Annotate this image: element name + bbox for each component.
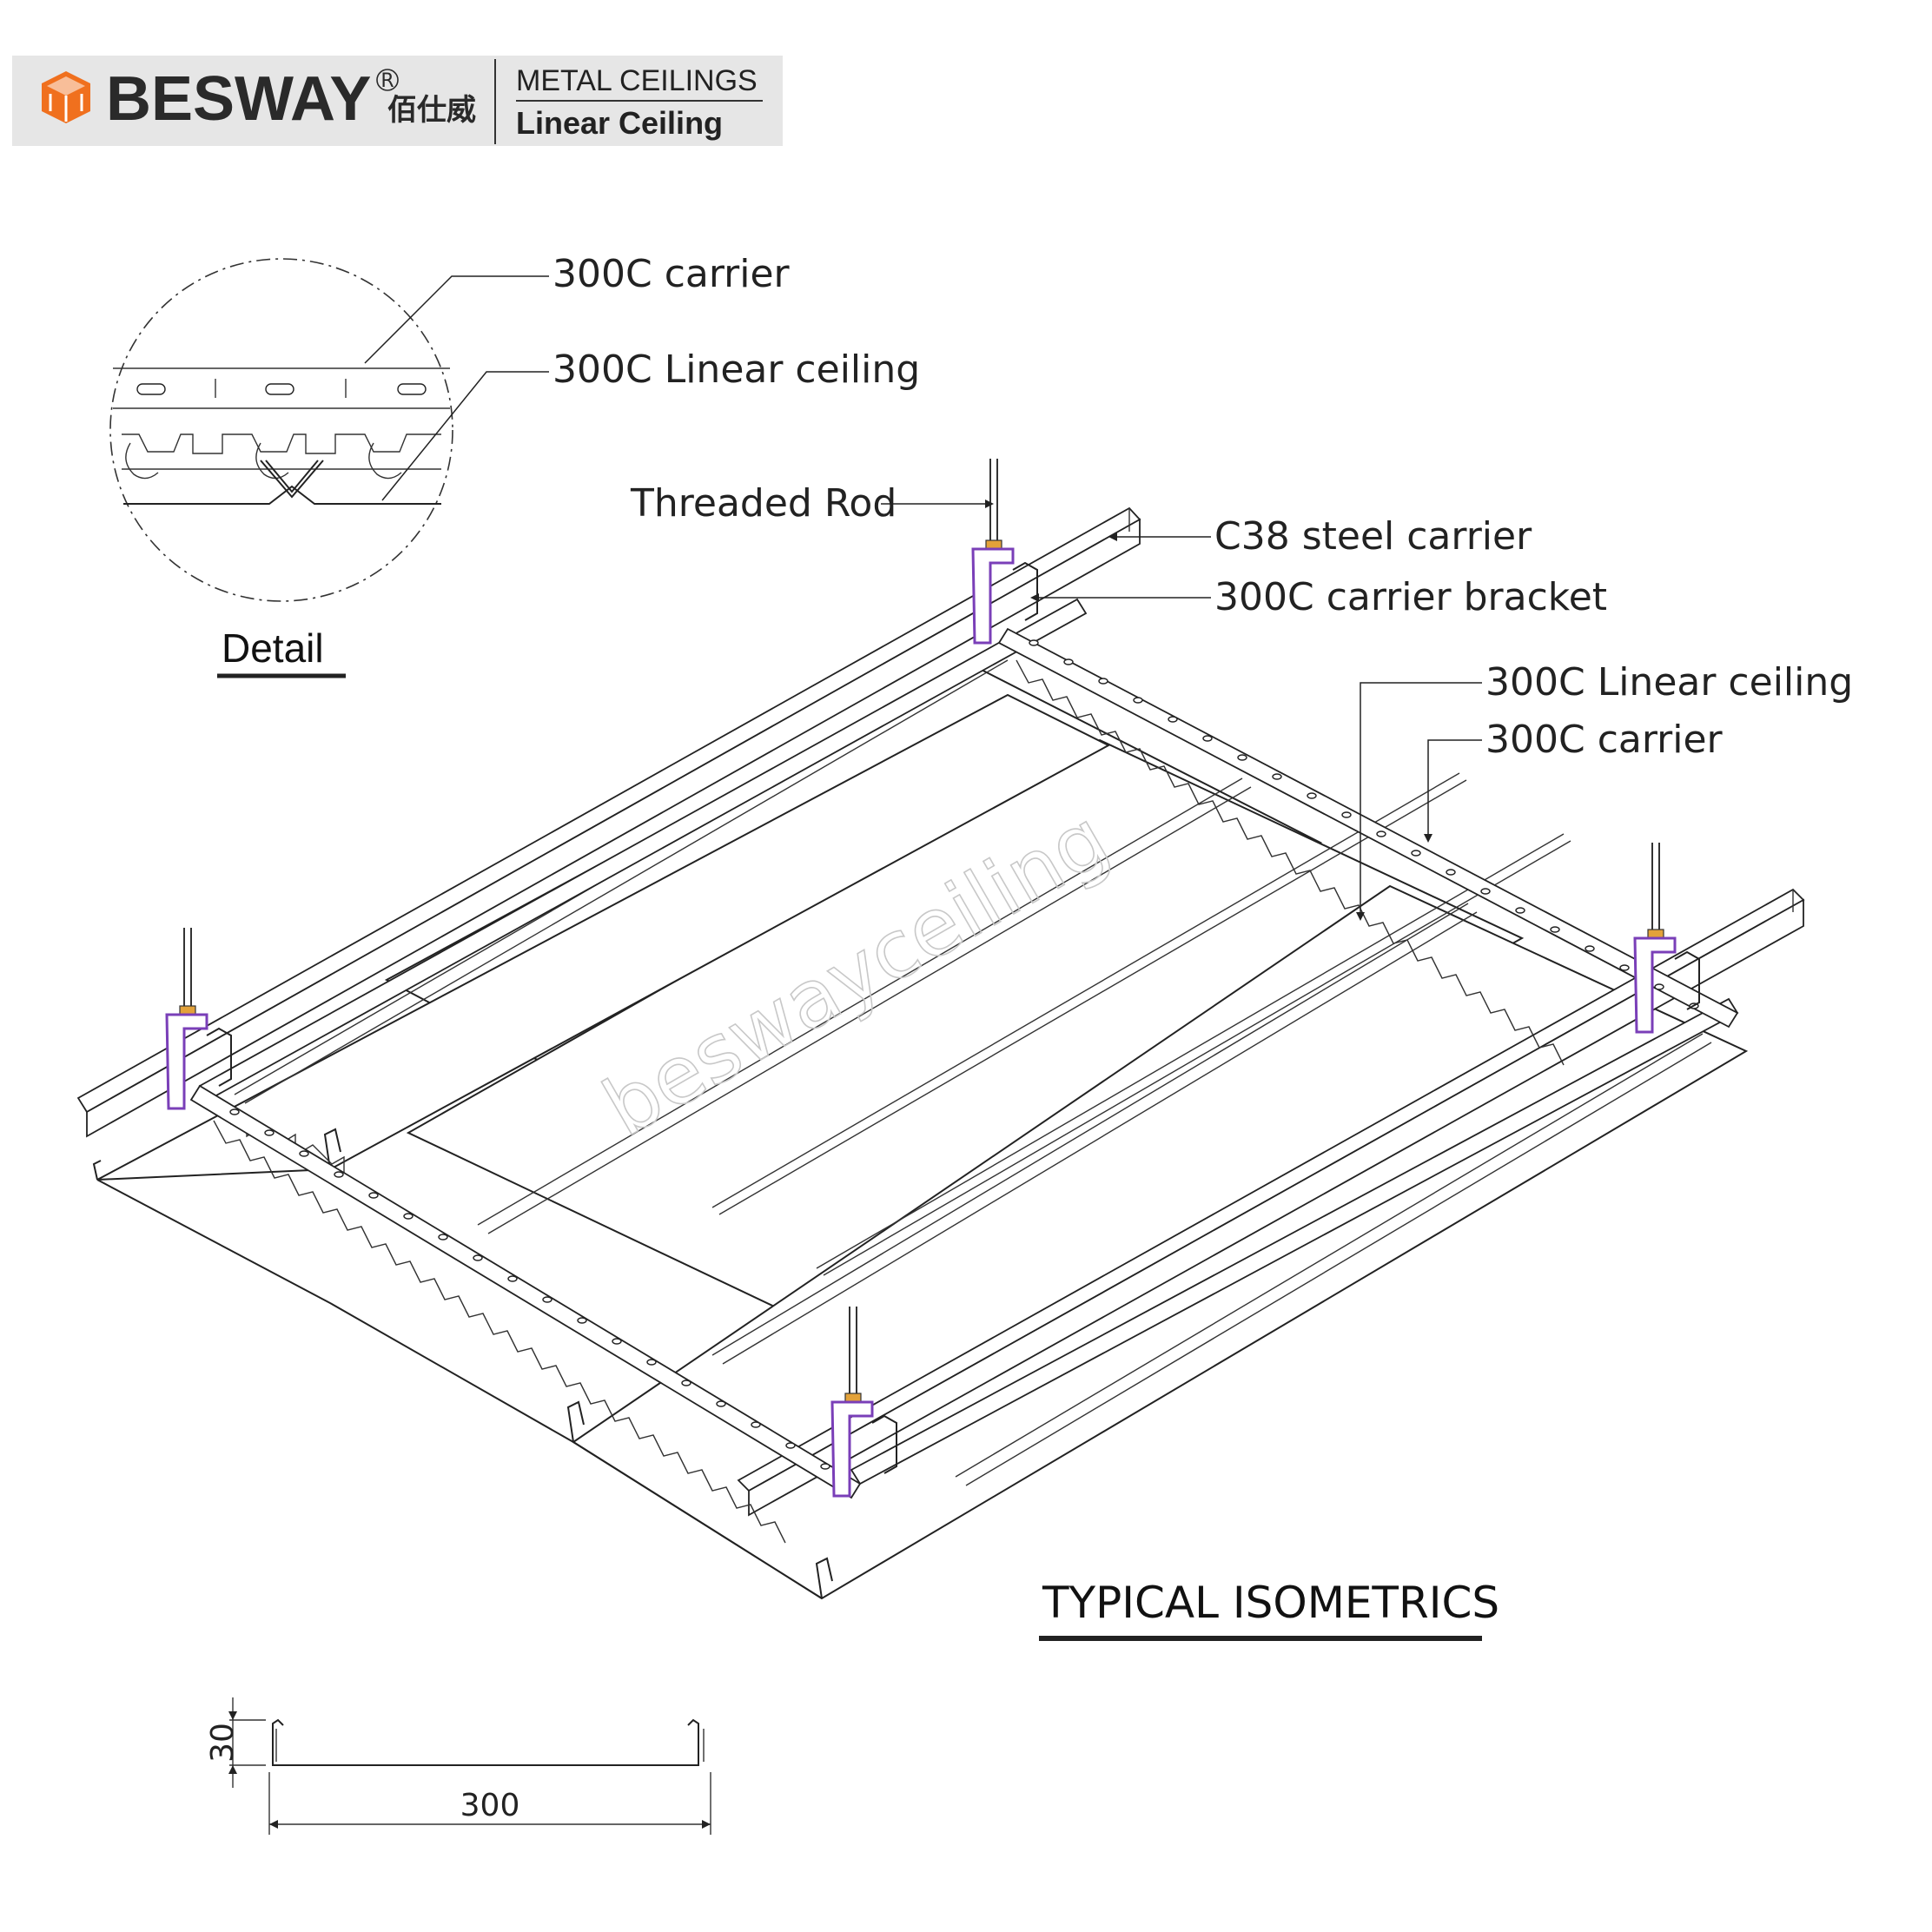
c38-steel-carrier	[76, 506, 1141, 1138]
profile-height-label: 30	[205, 1723, 241, 1763]
carrier-bracket-icon	[971, 547, 1015, 645]
callout-c38-carrier: C38 steel carrier	[1214, 514, 1532, 559]
detail-heading: Detail	[222, 625, 324, 671]
callout-threaded-rod: Threaded Rod	[630, 481, 897, 526]
isometric-assembly	[76, 459, 1805, 1600]
carrier-bracket-icon	[1633, 936, 1677, 1034]
profile-width-label: 300	[460, 1788, 520, 1823]
header-banner: BESWAY R 佰仕威 METAL CEILINGS Linear Ceili…	[12, 56, 783, 146]
carrier-bracket-icon	[830, 1400, 874, 1498]
detail-callout-carrier: 300C carrier	[552, 252, 791, 296]
header-category: METAL CEILINGS	[516, 64, 758, 97]
callout-linear-ceiling: 300C Linear ceiling	[1485, 660, 1853, 705]
brand-chinese: 佰仕威	[387, 93, 476, 128]
detail-circle	[109, 258, 453, 602]
hanger-assembly	[1633, 843, 1700, 1034]
isometric-callouts: Threaded Rod C38 steel carrier 300C carr…	[630, 481, 1853, 1641]
callout-carrier-bracket: 300C carrier bracket	[1214, 575, 1607, 619]
c38-steel-carrier	[737, 888, 1805, 1517]
hanger-assembly	[165, 928, 232, 1110]
registered-mark: R	[380, 70, 394, 92]
carrier-bracket-icon	[165, 1013, 208, 1110]
isometric-heading: TYPICAL ISOMETRICS	[1042, 1578, 1499, 1628]
brand-name: BESWAY	[106, 64, 371, 134]
header-product: Linear Ceiling	[516, 105, 723, 141]
panel-profile-section: 30 300	[205, 1697, 711, 1835]
callout-carrier: 300C carrier	[1485, 718, 1724, 762]
besway-logo-icon	[42, 71, 90, 123]
hanger-assembly	[830, 1307, 897, 1498]
detail-callout-linear-ceiling: 300C Linear ceiling	[552, 347, 920, 392]
